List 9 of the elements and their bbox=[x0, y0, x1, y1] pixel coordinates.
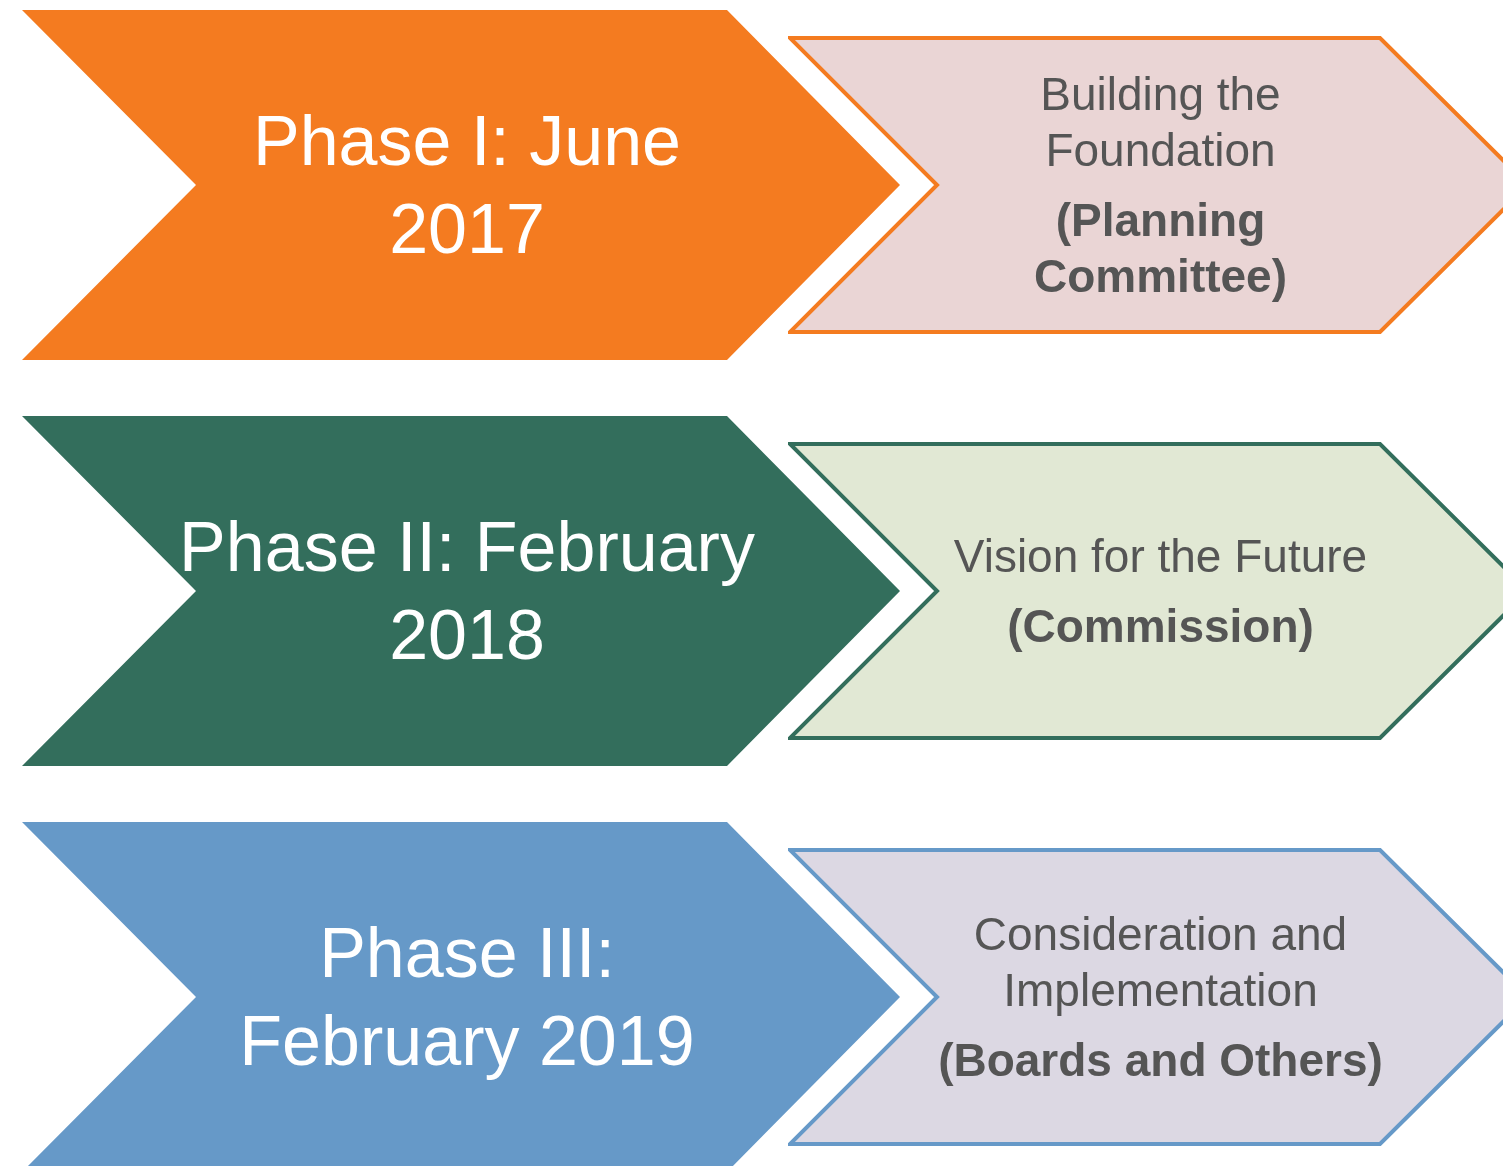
group-name: (Commission) bbox=[1007, 599, 1314, 654]
phase-title: Phase III: February 2019 bbox=[238, 913, 696, 1082]
phase-title: Phase I: June 2017 bbox=[251, 101, 683, 270]
phase-description: Vision for the Future bbox=[953, 529, 1368, 584]
phase-description: Consideration and Implementation bbox=[972, 907, 1349, 1018]
group-name: (Boards and Others) bbox=[938, 1033, 1383, 1088]
phase-description: Building the Foundation bbox=[1039, 67, 1282, 178]
group-name: (Planning Committee) bbox=[1033, 193, 1288, 304]
phase-title: Phase II: February 2018 bbox=[178, 507, 756, 676]
